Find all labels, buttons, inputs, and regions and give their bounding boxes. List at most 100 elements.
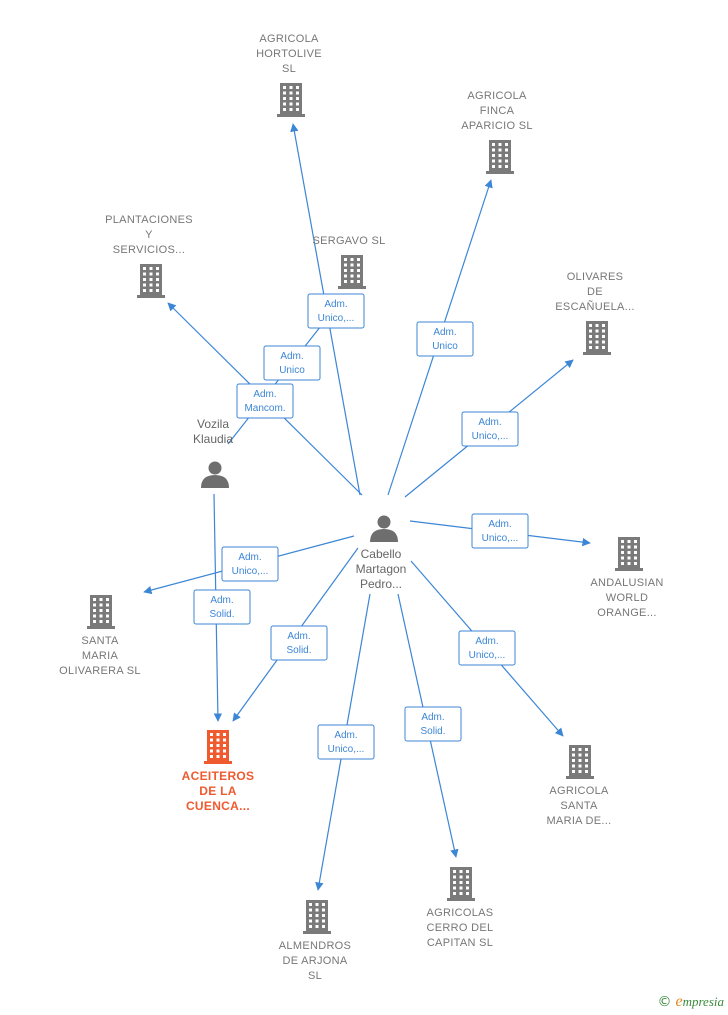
company-label-line: CERRO DEL [427, 922, 494, 934]
company-node-agricola_santa[interactable]: AGRICOLA SANTA MARIA DE... [546, 745, 611, 827]
edge-label-text: Solid. [286, 645, 311, 656]
edge-label-text: Adm. [238, 552, 261, 563]
edge-label-text: Adm. [478, 417, 501, 428]
brand-logo: empresia [675, 993, 724, 1010]
company-label-line: WORLD [606, 592, 648, 604]
edge-label-text: Adm. [253, 389, 276, 400]
building-icon [204, 730, 232, 764]
company-label-line: MARIA DE... [546, 815, 611, 827]
company-label-line: AGRICOLAS [427, 907, 494, 919]
company-label-line: ESCAÑUELA... [555, 300, 634, 313]
company-node-sergavo[interactable]: SERGAVO SL [312, 235, 385, 289]
building-icon [137, 264, 165, 298]
edge-label-cabello-olivares[interactable]: Adm.Unico,... [461, 411, 519, 447]
edge-label-box [458, 630, 516, 666]
building-icon [583, 321, 611, 355]
company-label-line: PLANTACIONES [105, 214, 193, 226]
person-icon [370, 515, 398, 542]
edge-label-text: Solid. [420, 726, 445, 737]
edge-label-cabello-cerro[interactable]: Adm.Solid. [404, 706, 462, 742]
company-label: OLIVARES DE ESCAÑUELA... [555, 271, 634, 313]
person-label-line: Vozila [197, 417, 229, 431]
company-node-olivares[interactable]: OLIVARES DE ESCAÑUELA... [555, 271, 634, 355]
edge-labels-layer: Adm.Unico,...Adm.UnicoAdm.Unico,...Adm.U… [193, 293, 529, 760]
edge-label-cabello-finca[interactable]: Adm.Unico [416, 321, 474, 357]
building-icon [447, 867, 475, 901]
edge-label-text: Adm. [210, 595, 233, 606]
company-label-line: OLIVARES [567, 271, 624, 283]
building-icon [486, 140, 514, 174]
edge-label-vozila-sergavo[interactable]: Adm.Unico [263, 345, 321, 381]
edge-label-text: Adm. [280, 351, 303, 362]
company-label-line: ANDALUSIAN [590, 577, 663, 589]
company-label-line: OLIVARERA SL [59, 665, 141, 677]
company-label-line: AGRICOLA [467, 90, 527, 102]
company-label: AGRICOLA SANTA MARIA DE... [546, 785, 611, 827]
person-label-line: Klaudia [193, 432, 233, 446]
edge-label-text: Adm. [334, 730, 357, 741]
person-label-line: Cabello [361, 547, 402, 561]
company-label-line: DE ARJONA [282, 955, 347, 967]
company-label-line: SANTA [560, 800, 598, 812]
company-label: SERGAVO SL [312, 235, 385, 247]
company-label-line: DE [587, 286, 603, 298]
edge-label-text: Unico,... [469, 650, 506, 661]
edge-label-cabello-almendros[interactable]: Adm.Unico,... [317, 724, 375, 760]
edge-label-box [221, 546, 279, 582]
company-label-line: FINCA [480, 105, 515, 117]
company-node-plantaciones[interactable]: PLANTACIONESYSERVICIOS... [105, 214, 193, 298]
person-icon [201, 461, 229, 488]
company-label-line: APARICIO SL [461, 120, 533, 132]
edge-label-text: Solid. [209, 609, 234, 620]
company-label: ALMENDROS DE ARJONA SL [279, 940, 351, 982]
company-label-line: Y [145, 229, 153, 241]
edge-label-box [461, 411, 519, 447]
company-node-almendros[interactable]: ALMENDROS DE ARJONA SL [279, 900, 351, 982]
company-label-line: SL [308, 970, 322, 982]
company-label: ANDALUSIANWORLDORANGE... [590, 577, 663, 619]
company-label-line: SERGAVO SL [312, 235, 385, 247]
edge-label-box [307, 293, 365, 329]
edge-label-text: Adm. [324, 299, 347, 310]
company-node-andalusian[interactable]: ANDALUSIANWORLDORANGE... [590, 537, 663, 619]
company-node-finca[interactable]: AGRICOLA FINCA APARICIO SL [461, 90, 533, 174]
building-icon [87, 595, 115, 629]
company-label-line: SL [282, 63, 296, 75]
company-label: AGRICOLA FINCA APARICIO SL [461, 90, 533, 132]
edge-label-cabello-agricola_santa[interactable]: Adm.Unico,... [458, 630, 516, 666]
edge-label-box [317, 724, 375, 760]
edge-label-text: Adm. [488, 519, 511, 530]
edge-label-cabello-andalusian[interactable]: Adm. Unico,... [471, 513, 529, 549]
edge-label-text: Unico,... [482, 533, 519, 544]
edge-label-cabello-plantaciones[interactable]: Adm.Mancom. [236, 383, 294, 419]
company-label-line: SANTA [81, 635, 119, 647]
edge-label-cabello-hortolive[interactable]: Adm.Unico,... [307, 293, 365, 329]
company-label-line: ALMENDROS [279, 940, 351, 952]
person-label-line: Martagon [356, 562, 407, 576]
edge-label-text: Unico,... [232, 566, 269, 577]
edge-label-box [416, 321, 474, 357]
building-icon [338, 255, 366, 289]
edge-label-cabello-aceiteros[interactable]: Adm. Solid. [270, 625, 328, 661]
company-label: PLANTACIONESYSERVICIOS... [105, 214, 193, 256]
company-label-line: CUENCA... [186, 799, 250, 813]
empresia-brand[interactable]: © empresia [657, 993, 724, 1011]
company-label-line: AGRICOLA [259, 33, 319, 45]
edge-label-text: Adm. [287, 631, 310, 642]
person-node-cabello[interactable]: CabelloMartagonPedro... [356, 515, 407, 592]
edge-label-box [471, 513, 529, 549]
building-icon [566, 745, 594, 779]
edge-label-box [236, 383, 294, 419]
company-label-line: AGRICOLA [549, 785, 609, 797]
edge-label-vozila-aceiteros[interactable]: Adm. Solid. [193, 589, 251, 625]
edge-label-cabello-santamaria_olivarera[interactable]: Adm. Unico,... [221, 546, 279, 582]
edge-label-text: Adm. [433, 327, 456, 338]
